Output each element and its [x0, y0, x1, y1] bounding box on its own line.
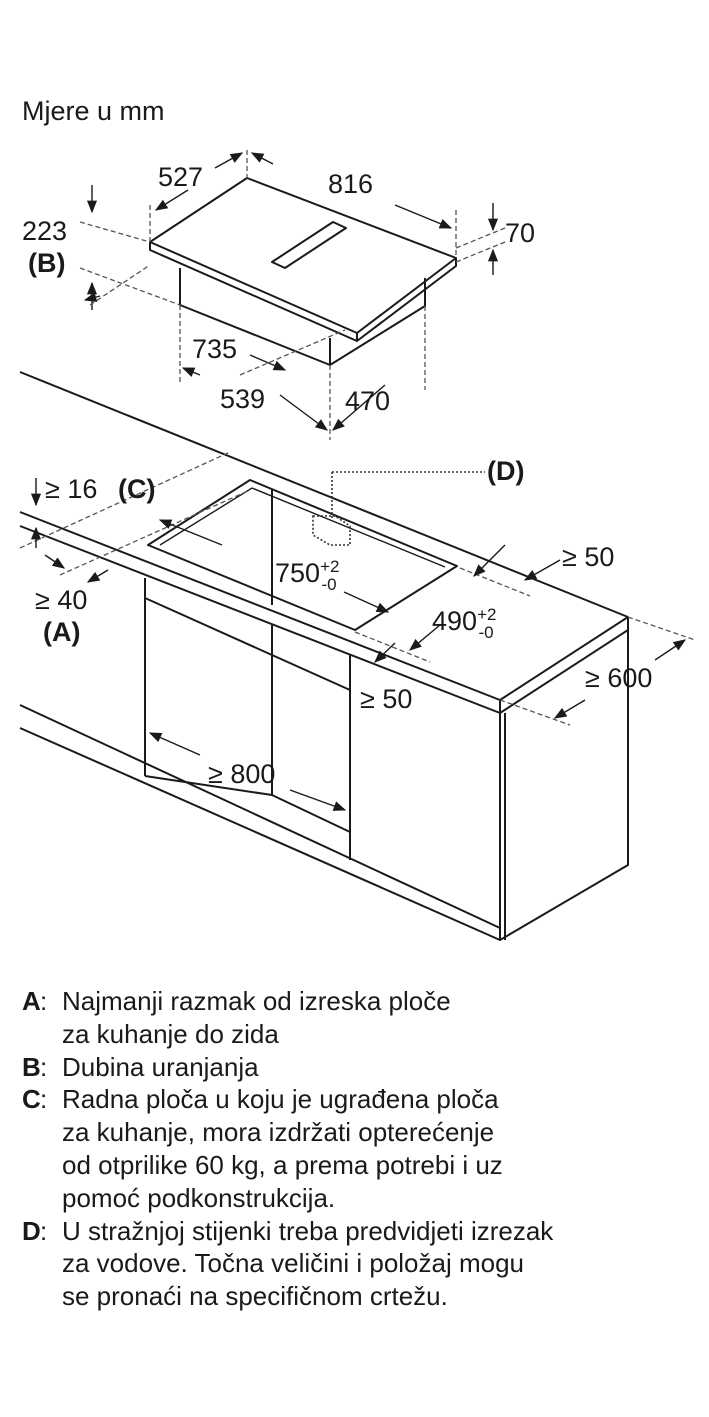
cabinet-inner — [144, 597, 351, 860]
dim-cabinet-width: ≥ 800 — [208, 759, 275, 789]
dim-hob-bottom-width: 735 — [192, 334, 237, 364]
installation-drawing: 527 816 70 223 (B) 735 539 470 — [19, 150, 696, 941]
hob-vent-slot — [271, 221, 347, 269]
dim-worktop-depth: ≥ 600 — [585, 663, 652, 693]
dim-cutout-width: 750+2-0 — [275, 557, 339, 594]
dim-hob-depth: 527 — [158, 162, 203, 192]
legend-key: B — [22, 1051, 41, 1082]
legend-key: C — [22, 1084, 41, 1115]
cabinet-right-side — [499, 630, 629, 941]
key-b: (B) — [28, 248, 65, 278]
worktop-front-face — [19, 525, 629, 714]
dim-rear-clearance: ≥ 50 — [562, 542, 614, 572]
dim-immersion: 223 — [22, 216, 67, 246]
dim-box-width: 539 — [220, 384, 265, 414]
cabinet-drawing: ≥ 16 (C) ≥ 40 (A) (D) 750+2-0 490+2-0 ≥ … — [19, 371, 696, 941]
legend-item-c: C: Radna ploča u koju je ugrađena ploča … — [22, 1084, 503, 1213]
dim-wall-distance: ≥ 40 — [35, 585, 87, 615]
dim-box-depth: 470 — [345, 386, 390, 416]
legend-text: Dubina uranjanja — [62, 1051, 259, 1082]
legend-text: U stražnjoj stijenki treba predvidjeti i… — [62, 1215, 554, 1312]
dim-hob-height: 70 — [505, 218, 535, 248]
key-a: (A) — [43, 617, 80, 647]
cutout — [147, 479, 458, 631]
hob-plate-edge — [149, 242, 457, 342]
key-d: (D) — [487, 456, 524, 486]
key-c: (C) — [118, 474, 155, 504]
opening-marker — [331, 471, 485, 520]
dim-cutout-depth: 490+2-0 — [432, 605, 496, 642]
hob-drawing: 527 816 70 223 (B) 735 539 470 — [22, 150, 535, 440]
floor-lines — [19, 704, 501, 941]
legend-item-a: A: Najmanji razmak od izreska ploče za k… — [22, 986, 451, 1049]
dim-hob-width: 816 — [328, 169, 373, 199]
legend-text: Radna ploča u koju je ugrađena ploča za … — [62, 1084, 503, 1213]
dim-front-clearance: ≥ 50 — [360, 684, 412, 714]
legend-item-b: B: Dubina uranjanja — [22, 1051, 259, 1082]
legend-key: A — [22, 986, 41, 1016]
legend-key: D — [22, 1215, 41, 1246]
legend-item-d: D: U stražnjoj stijenki treba predvidjet… — [22, 1215, 554, 1312]
page-title: Mjere u mm — [22, 96, 165, 126]
legend-text: Najmanji razmak od izreska ploče za kuha… — [62, 986, 451, 1049]
worktop-front-edge — [19, 511, 629, 701]
legend: A: Najmanji razmak od izreska ploče za k… — [22, 985, 553, 1313]
dim-worktop-thickness: ≥ 16 — [45, 474, 97, 504]
